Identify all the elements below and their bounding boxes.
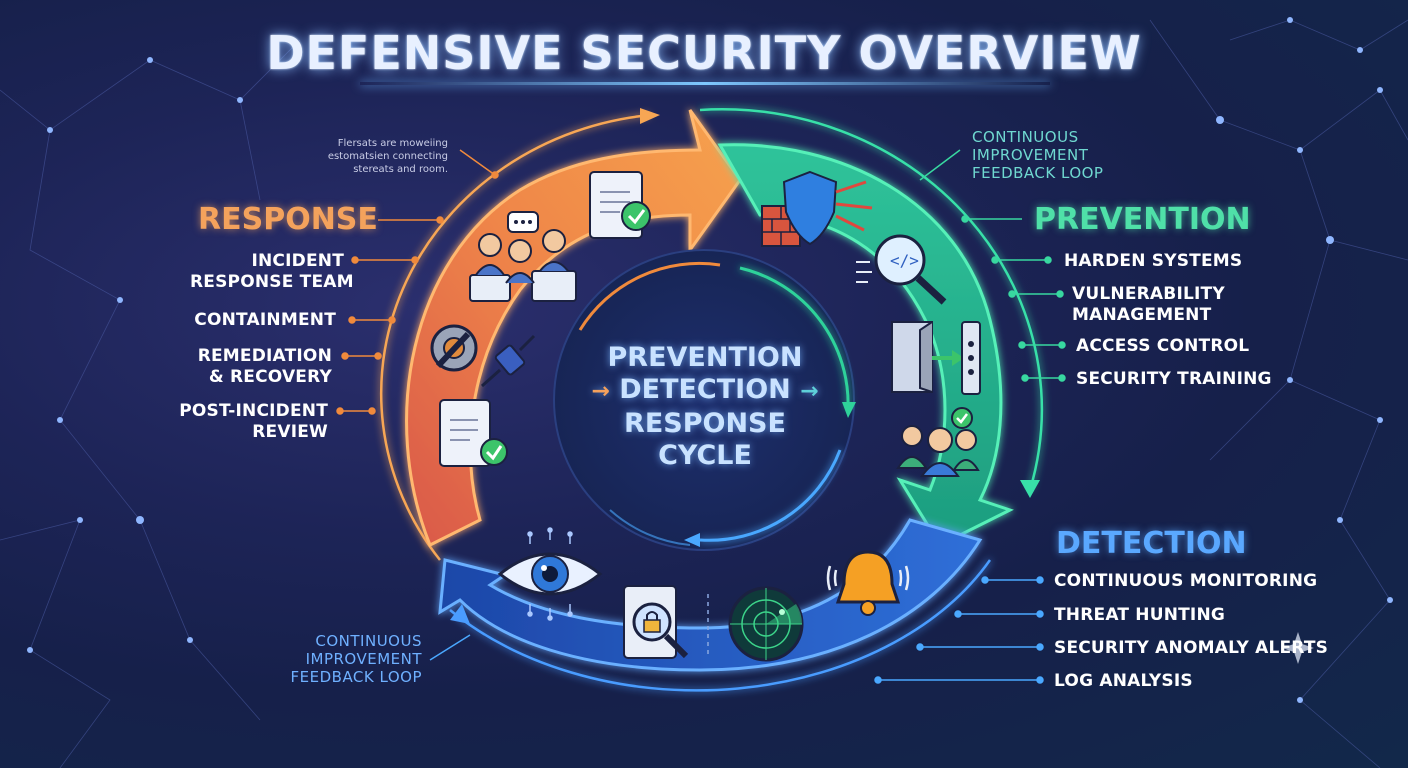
response-item-incident-line1: INCIDENT — [251, 251, 344, 271]
feedback-top-line3: FEEDBACK LOOP — [972, 164, 1104, 182]
prevention-item-vulnerability-line2: MANAGEMENT — [1072, 305, 1212, 325]
support-team-icon — [469, 229, 577, 302]
center-line-detection: DETECTION — [619, 374, 791, 405]
gear-wrench-icon — [430, 324, 478, 372]
response-item-remediation: REMEDIATION & RECOVERY — [180, 346, 332, 388]
response-item-remediation-line1: REMEDIATION — [197, 346, 332, 366]
feedback-top-line1: CONTINUOUS — [972, 128, 1079, 146]
annotation-note: Flersats are moweiing estomatsien connec… — [327, 138, 448, 175]
outer-ring-orange — [379, 113, 651, 561]
outer-ring-blue — [449, 559, 992, 692]
response-item-post-incident-line2: REVIEW — [252, 422, 328, 442]
plug-icon — [481, 334, 536, 388]
response-item-remediation-line2: & RECOVERY — [208, 367, 332, 387]
prevention-item-vulnerability: VULNERABILITY MANAGEMENT — [1072, 284, 1225, 326]
feedback-loop-top: CONTINUOUS IMPROVEMENT FEEDBACK LOOP — [972, 128, 1103, 182]
code-search-icon: </> — [856, 234, 947, 305]
center-line-detection-row: → DETECTION → — [560, 374, 850, 408]
prevention-item-training: SECURITY TRAINING — [1076, 369, 1272, 389]
door-access-icon — [891, 321, 981, 395]
prevention-item-vulnerability-line1: VULNERABILITY — [1072, 284, 1225, 304]
prevention-item-access: ACCESS CONTROL — [1076, 336, 1250, 356]
center-line-cycle: CYCLE — [658, 440, 752, 471]
response-item-post-incident-line1: POST-INCIDENT — [179, 401, 328, 421]
title-underline — [360, 82, 1050, 85]
shield-icon — [782, 170, 873, 246]
detection-item-logs: LOG ANALYSIS — [1054, 671, 1193, 691]
response-item-incident: INCIDENT RESPONSE TEAM — [190, 251, 354, 293]
page-title: DEFENSIVE SECURITY OVERVIEW — [266, 26, 1142, 80]
people-check-icon — [896, 407, 980, 477]
cycle-center-label: PREVENTION → DETECTION → RESPONSE CYCLE — [560, 342, 850, 472]
center-line-response: RESPONSE — [624, 408, 786, 439]
outer-ring-green — [699, 108, 1044, 491]
radar-icon — [728, 586, 804, 662]
sparkle-icon — [1282, 632, 1314, 664]
feedback-bottom-line1: CONTINUOUS — [315, 632, 422, 650]
feedback-top-line2: IMPROVEMENT — [972, 146, 1089, 164]
center-line-prevention: PREVENTION — [607, 342, 803, 373]
bell-alert-icon — [826, 550, 910, 616]
feedback-bottom-line3: FEEDBACK LOOP — [290, 668, 422, 686]
center-arrow-left-icon: → — [591, 379, 610, 404]
response-title: RESPONSE — [198, 202, 378, 237]
center-arrow-right-icon: → — [800, 379, 819, 404]
document-check-icon — [589, 171, 651, 239]
feedback-loop-bottom: CONTINUOUS IMPROVEMENT FEEDBACK LOOP — [270, 632, 422, 686]
detection-item-monitoring: CONTINUOUS MONITORING — [1054, 571, 1318, 591]
detection-item-hunting: THREAT HUNTING — [1054, 605, 1226, 625]
chat-bubble-icon — [507, 211, 539, 233]
response-item-containment: CONTAINMENT — [194, 310, 336, 330]
detection-item-alerts: SECURITY ANOMALY ALERTS — [1054, 638, 1329, 658]
document-check-icon-2 — [439, 399, 508, 467]
prevention-title: PREVENTION — [1034, 202, 1251, 237]
response-item-incident-line2: RESPONSE TEAM — [190, 272, 354, 292]
prevention-item-harden: HARDEN SYSTEMS — [1064, 251, 1243, 271]
response-band — [405, 109, 742, 548]
file-lock-search-icon — [623, 585, 689, 659]
detection-title: DETECTION — [1056, 526, 1247, 561]
eye-circuit-icon — [497, 527, 603, 621]
feedback-bottom-line2: IMPROVEMENT — [305, 650, 422, 668]
svg-text:</>: </> — [890, 251, 919, 270]
response-item-post-incident: POST-INCIDENT REVIEW — [170, 401, 328, 443]
